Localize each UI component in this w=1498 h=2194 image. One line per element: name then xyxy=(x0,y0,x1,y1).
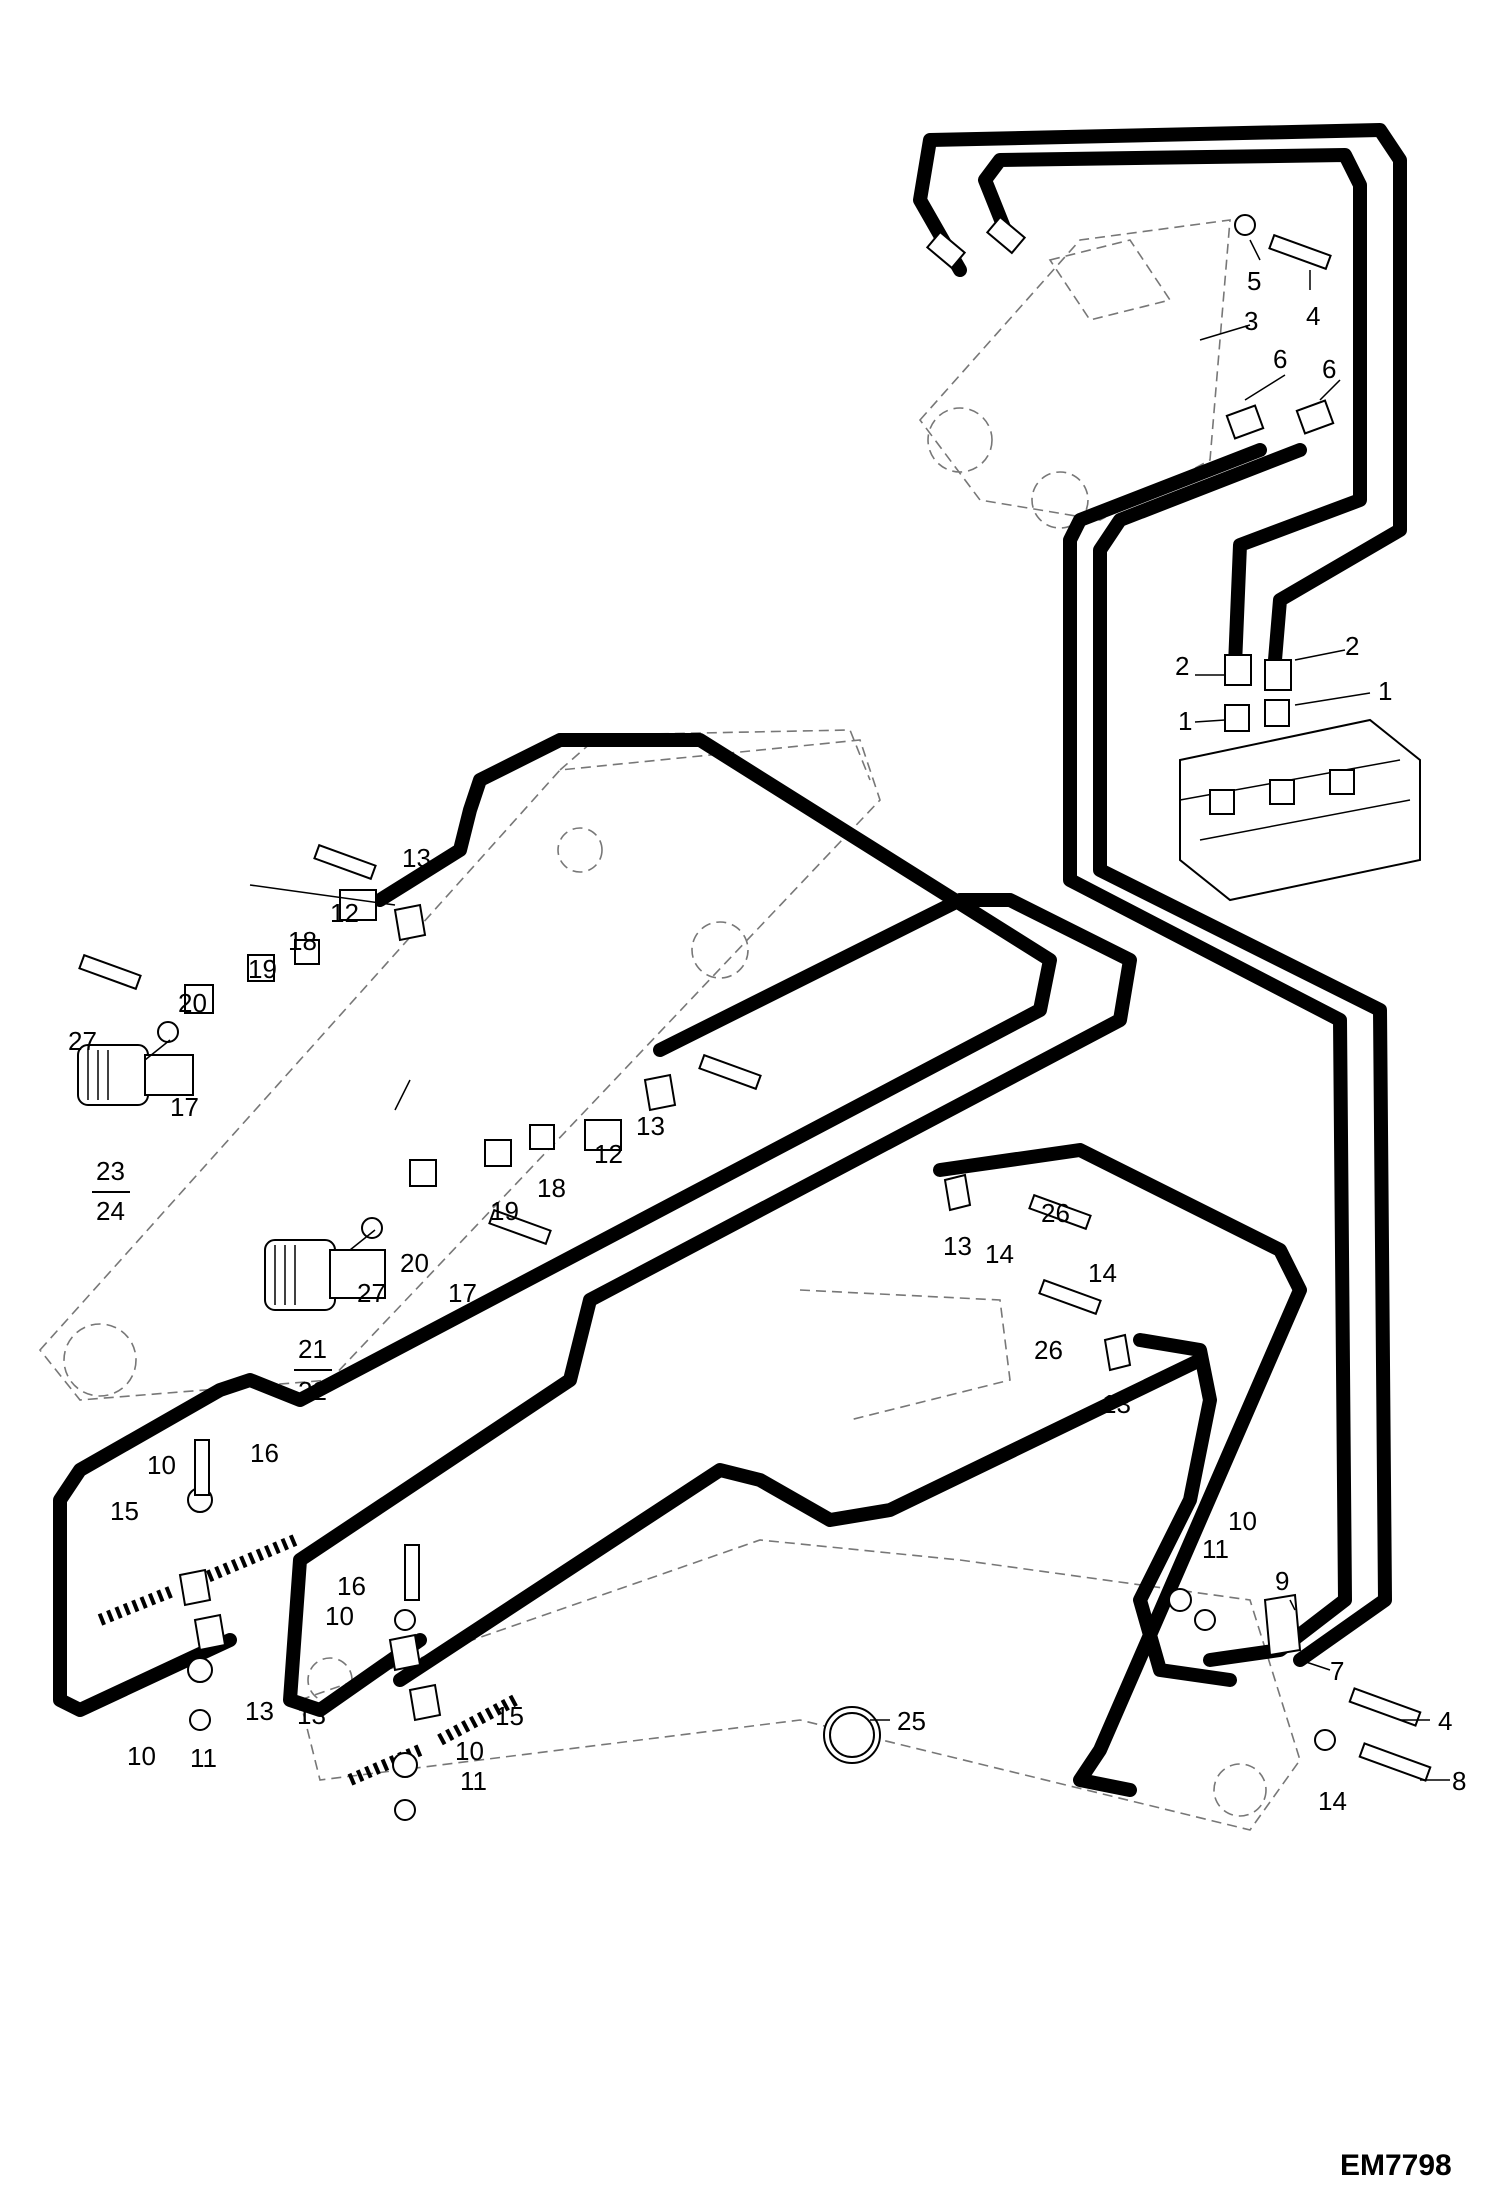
callout-13: 13 xyxy=(402,843,431,873)
fittings xyxy=(339,215,1335,1151)
callout-1: 1 xyxy=(1378,676,1392,706)
callout-27: 27 xyxy=(68,1026,97,1056)
callout-5: 5 xyxy=(1247,266,1261,296)
couplers xyxy=(77,1021,386,1311)
callout-25: 25 xyxy=(897,1706,926,1736)
callout-10: 10 xyxy=(325,1601,354,1631)
callout-11: 11 xyxy=(1202,1534,1229,1564)
callout-26: 26 xyxy=(1041,1198,1070,1228)
callout-13: 13 xyxy=(636,1111,665,1141)
hose-top-inner xyxy=(978,148,1367,672)
control-valve xyxy=(1179,718,1421,902)
callout-15: 15 xyxy=(495,1701,524,1731)
adapters xyxy=(184,939,555,1187)
callout-21: 21 xyxy=(298,1334,327,1364)
callout-24: 24 xyxy=(96,1196,125,1226)
callout-17: 17 xyxy=(448,1278,477,1308)
callout-14: 14 xyxy=(1088,1258,1117,1288)
callout-8: 8 xyxy=(1452,1766,1466,1796)
callout-19: 19 xyxy=(490,1196,519,1226)
drawing-code: EM7798 xyxy=(1340,2149,1452,2182)
hose-boom-lower xyxy=(283,893,1137,1717)
callout-12: 12 xyxy=(330,898,359,928)
callout-15: 15 xyxy=(110,1496,139,1526)
callout-13: 13 xyxy=(297,1700,326,1730)
callout-14: 14 xyxy=(1318,1786,1347,1816)
hardware xyxy=(78,214,1432,1821)
callout-2: 2 xyxy=(1345,631,1359,661)
leader-lines xyxy=(144,239,1450,1781)
callout-1: 1 xyxy=(1178,706,1192,736)
callout-26: 26 xyxy=(1034,1335,1063,1365)
callout-10: 10 xyxy=(147,1450,176,1480)
callout-16: 16 xyxy=(337,1571,366,1601)
callout-4: 4 xyxy=(1438,1706,1452,1736)
callout-4: 4 xyxy=(1306,301,1320,331)
hose-frame-front xyxy=(1133,1333,1237,1687)
callout-13: 13 xyxy=(943,1231,972,1261)
callout-14: 14 xyxy=(985,1239,1014,1269)
callout-19: 19 xyxy=(248,954,277,984)
callout-17: 17 xyxy=(170,1092,199,1122)
hose-boom-upper xyxy=(53,733,1057,1717)
callout-23: 23 xyxy=(96,1156,125,1186)
hose-clamps xyxy=(178,903,1302,1722)
hose-long-right xyxy=(1093,443,1392,1667)
hose-top-outer xyxy=(913,123,1407,667)
callout-18: 18 xyxy=(537,1173,566,1203)
callout-13: 13 xyxy=(245,1696,274,1726)
callout-10: 10 xyxy=(1228,1506,1257,1536)
hose-long-left xyxy=(1063,443,1352,1667)
callout-18: 18 xyxy=(288,926,317,956)
boom-outline xyxy=(38,729,881,1401)
callout-10: 10 xyxy=(127,1741,156,1771)
bucket-linkage-outline xyxy=(918,219,1231,529)
hose-guards xyxy=(97,1534,518,1786)
callout-11: 11 xyxy=(190,1743,217,1773)
callout-labels: 1 1 2 2 3 4 4 5 6 6 7 8 9 10 10 10 10 10… xyxy=(68,266,1466,1816)
callout-7: 7 xyxy=(1330,1656,1344,1686)
callout-11: 11 xyxy=(460,1766,487,1796)
callout-10: 10 xyxy=(455,1736,484,1766)
callout-27: 27 xyxy=(357,1278,386,1308)
callout-2: 2 xyxy=(1175,651,1189,681)
callout-3: 3 xyxy=(1244,306,1258,336)
callout-6: 6 xyxy=(1322,354,1336,384)
callout-22: 22 xyxy=(298,1376,327,1406)
hose-frame-lower xyxy=(393,1353,1207,1687)
callout-20: 20 xyxy=(178,988,207,1018)
swing-frame-outline xyxy=(299,1289,1301,1831)
callout-12: 12 xyxy=(594,1139,623,1169)
callout-9: 9 xyxy=(1275,1566,1289,1596)
hose-clip xyxy=(823,1706,881,1764)
fraction-bars xyxy=(92,1191,332,1371)
callout-20: 20 xyxy=(400,1248,429,1278)
hose-frame-loop xyxy=(933,1143,1307,1797)
callout-16: 16 xyxy=(250,1438,279,1468)
callout-6: 6 xyxy=(1273,344,1287,374)
callout-13: 13 xyxy=(1102,1389,1131,1419)
